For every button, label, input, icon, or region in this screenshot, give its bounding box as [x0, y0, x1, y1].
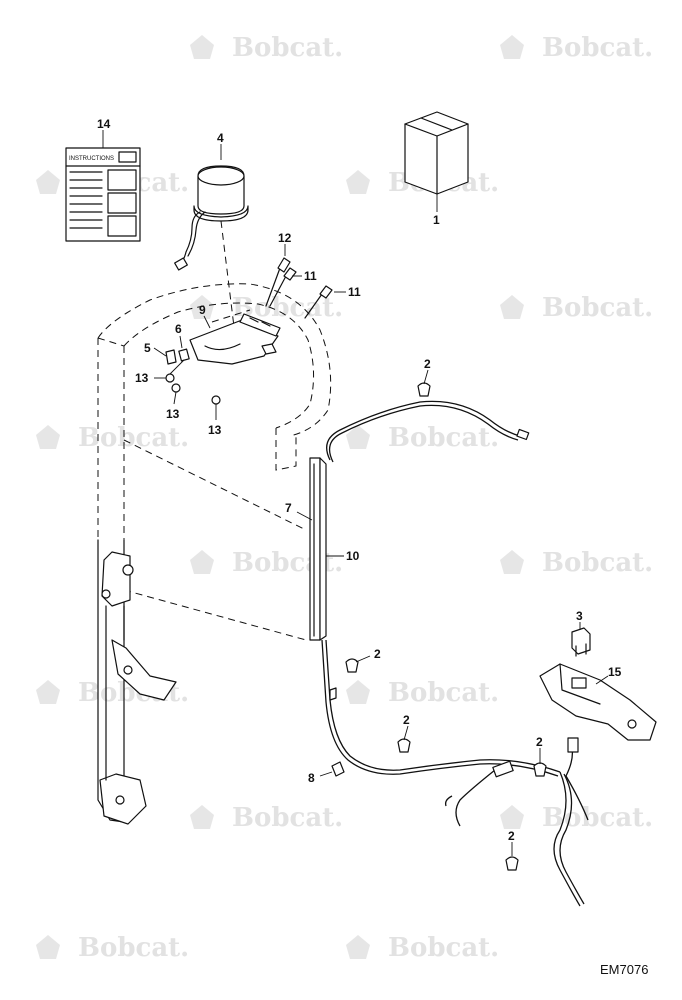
watermark: Bobcat.: [190, 293, 343, 323]
watermark-text: Bobcat.: [388, 423, 499, 453]
hardware-5-6-13: [165, 348, 221, 405]
callout-7: 7: [285, 501, 292, 515]
callout-2b: 2: [374, 647, 381, 661]
leader-lines: [102, 130, 609, 856]
watermark: Bobcat.: [36, 933, 189, 963]
watermark: Bobcat.: [190, 33, 343, 63]
upper-harness: [326, 382, 530, 463]
watermark-text: Bobcat.: [542, 33, 653, 63]
callout-13b: 13: [166, 407, 180, 421]
watermark: Bobcat.: [346, 678, 499, 708]
watermark-text: Bobcat.: [232, 803, 343, 833]
part-8-clip: [331, 761, 345, 777]
part-15-bracket: [539, 663, 657, 741]
watermark-text: Bobcat.: [542, 293, 653, 323]
callout-14: 14: [97, 117, 111, 131]
part-4-beacon-light: [174, 165, 249, 271]
watermark: Bobcat.: [500, 293, 653, 323]
callout-2c: 2: [403, 713, 410, 727]
callout-13a: 13: [135, 371, 149, 385]
watermark-text: Bobcat.: [232, 33, 343, 63]
callout-15: 15: [608, 665, 622, 679]
callout-11a: 11: [304, 269, 317, 283]
watermark-text: Bobcat.: [542, 803, 653, 833]
watermark: Bobcat.: [346, 423, 499, 453]
watermark-text: Bobcat.: [388, 933, 499, 963]
callout-9: 9: [199, 303, 206, 317]
manual-header-text: INSTRUCTIONS: [69, 156, 114, 162]
watermark: Bobcat.: [190, 803, 343, 833]
watermark: Bobcat.: [500, 33, 653, 63]
watermark-text: Bobcat.: [542, 548, 653, 578]
part-9-mount-bracket: [189, 309, 281, 365]
cab-frame-phantom: [97, 283, 332, 641]
part-1-carton: [404, 111, 469, 195]
callout-6: 6: [175, 322, 182, 336]
callout-2d: 2: [536, 735, 543, 749]
callout-8: 8: [308, 771, 315, 785]
watermark-text: Bobcat.: [78, 423, 189, 453]
bolts-11-12: [265, 257, 333, 319]
callout-13c: 13: [208, 423, 222, 437]
callout-11b: 11: [348, 285, 361, 299]
watermark: Bobcat.: [500, 803, 653, 833]
callout-12: 12: [278, 231, 292, 245]
watermark-text: Bobcat.: [78, 933, 189, 963]
callout-1: 1: [433, 213, 440, 227]
callout-4: 4: [217, 131, 224, 145]
part-3-relay: [571, 627, 591, 657]
callout-5: 5: [144, 341, 151, 355]
left-post-brackets: [97, 539, 177, 825]
watermark: Bobcat.: [346, 933, 499, 963]
watermark: Bobcat.: [36, 423, 189, 453]
callout-labels: 14 4 1 12 11 11 9 6 5 13 13 13 2 7 10 2 …: [97, 117, 622, 843]
callout-10: 10: [346, 549, 360, 563]
main-harness: [321, 639, 589, 907]
watermark: Bobcat.: [500, 548, 653, 578]
part-2-clips: [345, 658, 547, 871]
watermark-text: Bobcat.: [388, 678, 499, 708]
callout-2a: 2: [424, 357, 431, 371]
document-code: EM7076: [600, 962, 648, 977]
part-14-instructions-manual: INSTRUCTIONS: [65, 147, 141, 242]
callout-2e: 2: [508, 829, 515, 843]
beacon-mount-dash: [220, 220, 236, 336]
callout-3: 3: [576, 609, 583, 623]
part-7-10-strip: [309, 457, 327, 641]
